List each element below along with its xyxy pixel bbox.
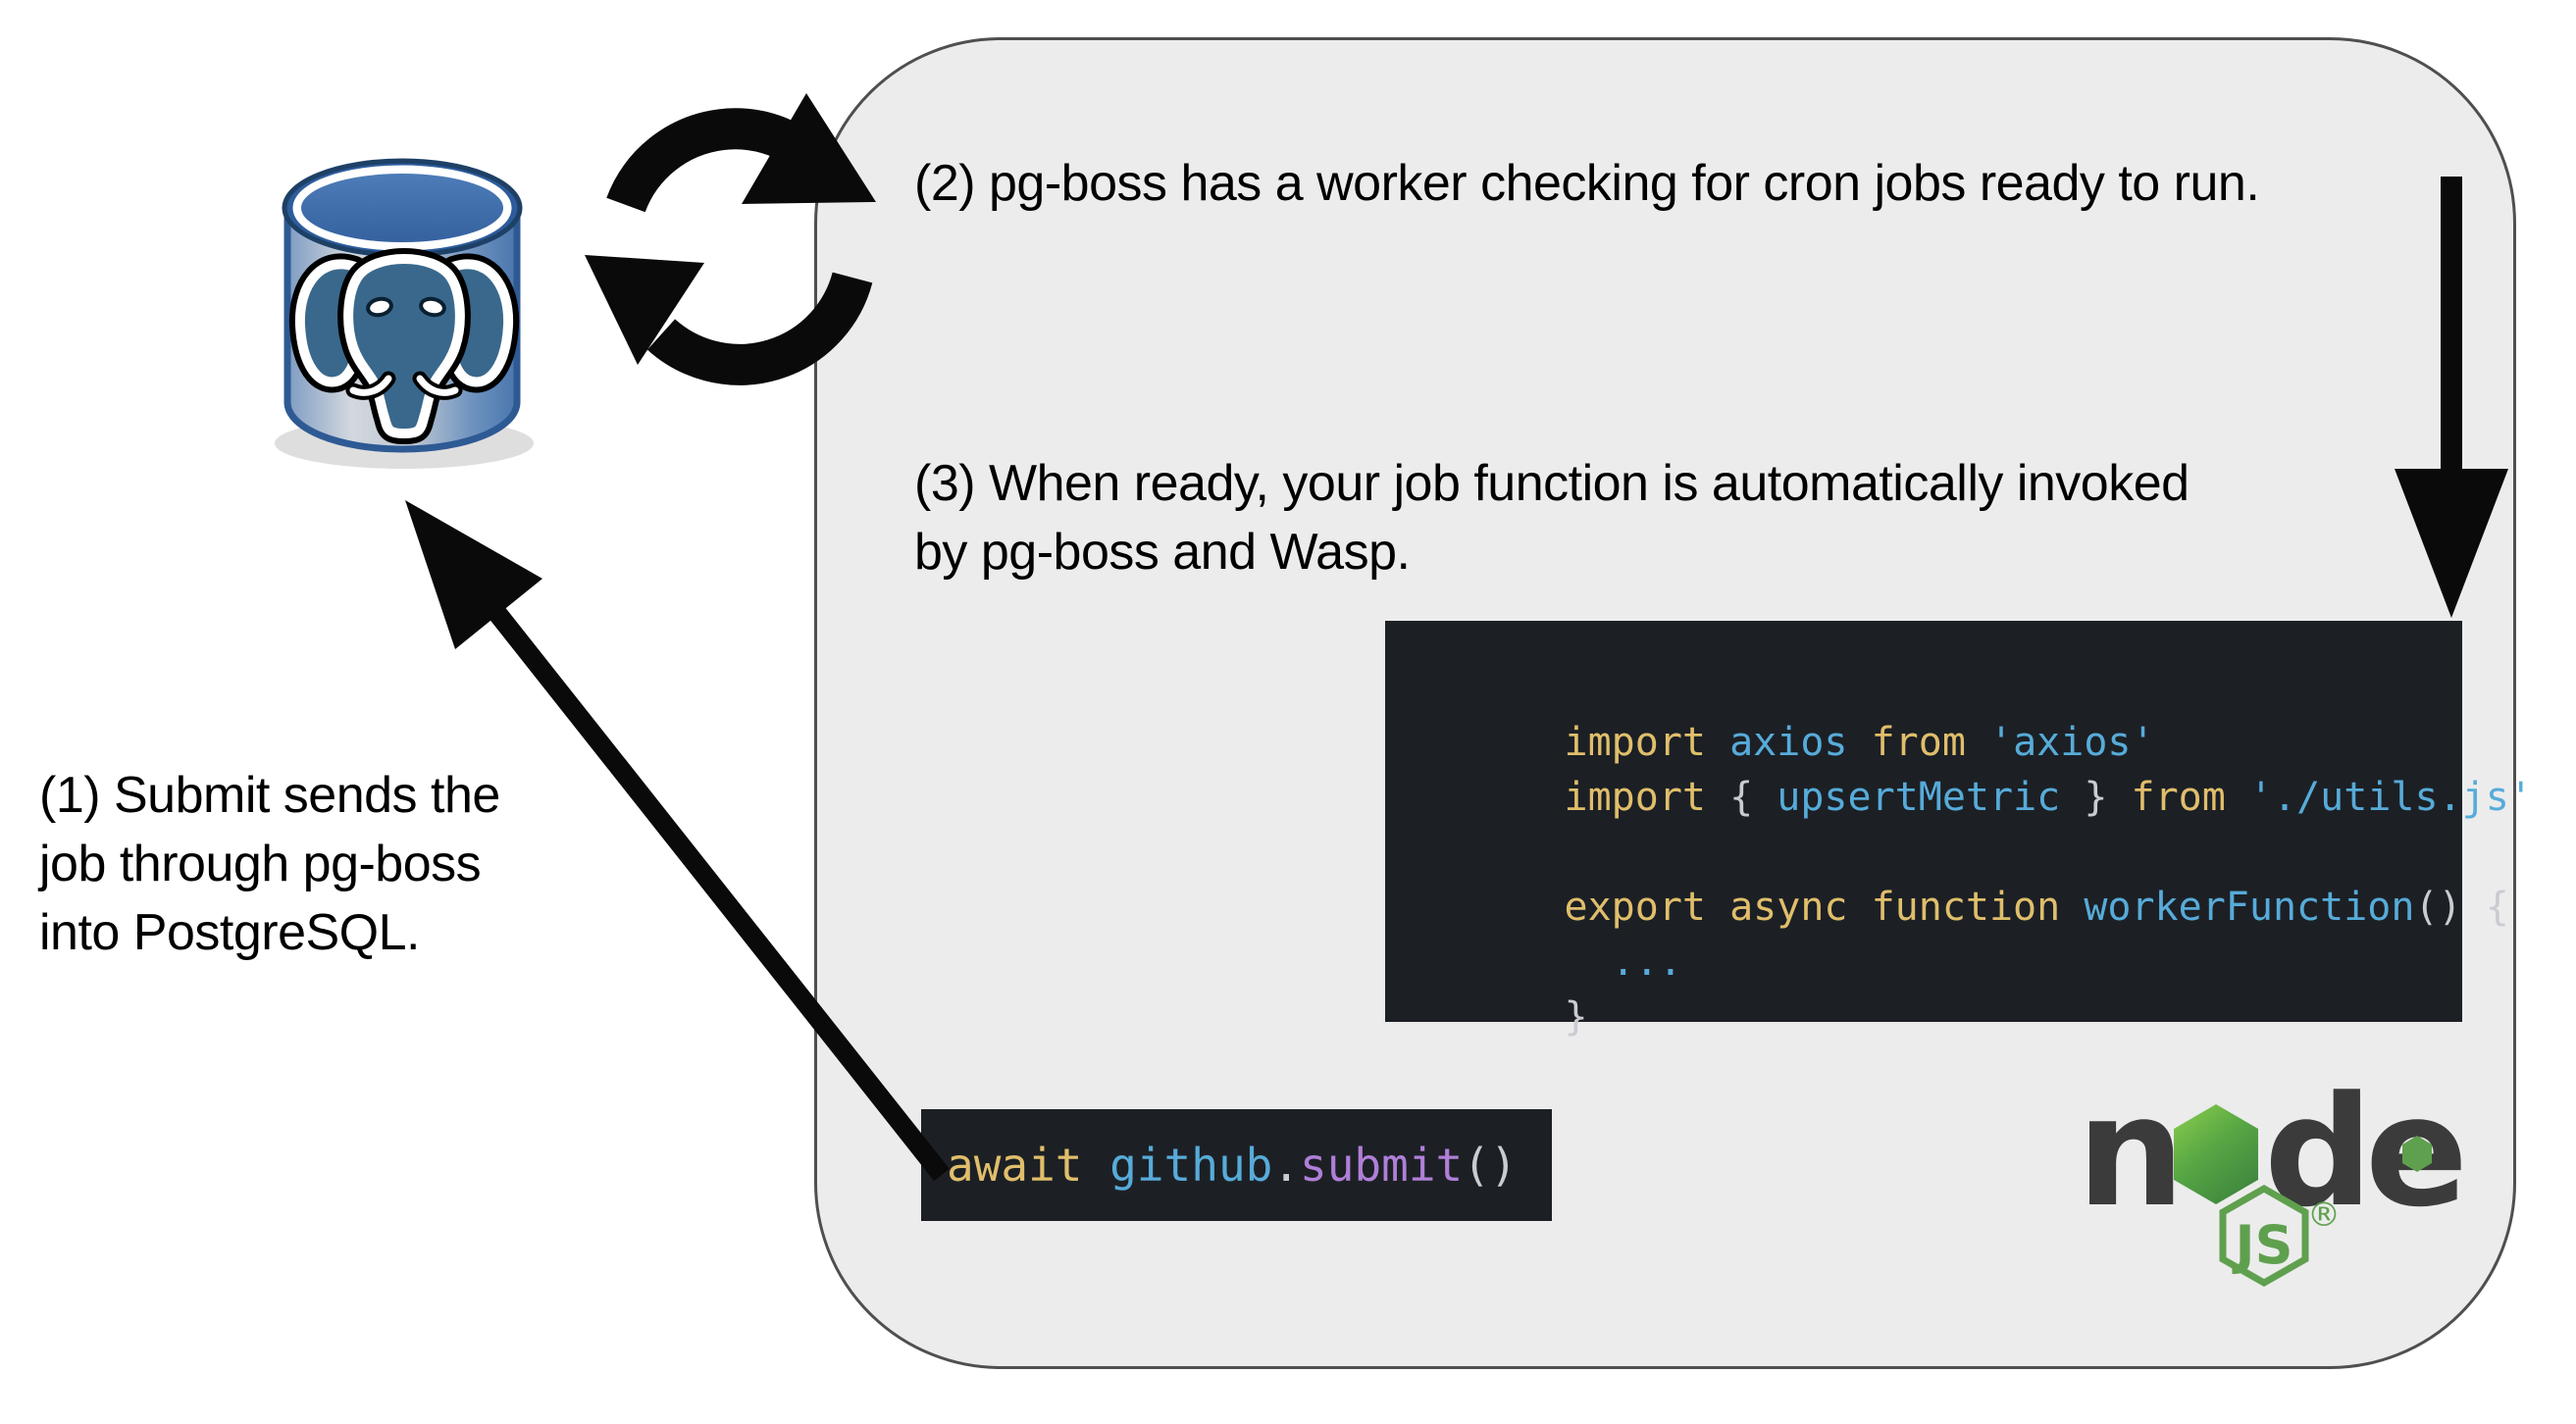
code-token: () [1463, 1139, 1518, 1192]
postgres-elephant [288, 248, 520, 444]
code-token: . [1272, 1139, 1301, 1192]
step3-line1: (3) When ready, your job function is aut… [914, 455, 2190, 512]
postgresql-icon [275, 158, 534, 469]
step1-caption: (1) Submit sends the job through pg-boss… [39, 761, 500, 967]
worker-code-block: import axios from 'axios' import { upser… [1385, 621, 2533, 1040]
step2-caption: (2) pg-boss has a worker checking for cr… [914, 149, 2260, 218]
code-line: export async function workerFunction() { [1422, 825, 2509, 930]
code-line: import axios from 'axios' [1422, 660, 2462, 765]
code-token: await [947, 1139, 1110, 1192]
code-line: } [1422, 935, 2462, 1040]
step1-line2: job through pg-boss [39, 836, 482, 892]
code-token: () { [2414, 885, 2509, 930]
step1-line1: (1) Submit sends the [39, 767, 500, 824]
code-token: export async function [1564, 885, 2085, 930]
code-token: from [2131, 775, 2249, 820]
code-line: import { upsertMetric } from './utils.js… [1422, 715, 2533, 820]
step1-line3: into PostgreSQL. [39, 904, 420, 961]
code-line: ... [1422, 880, 2462, 985]
code-token: ... [1564, 940, 1682, 985]
code-token: submit [1300, 1139, 1464, 1192]
code-token: workerFunction [2084, 885, 2415, 930]
code-token: import [1564, 775, 1730, 820]
code-token: } [2060, 775, 2132, 820]
code-token: { [1729, 775, 1777, 820]
submit-code-box: await github.submit() [921, 1109, 1552, 1221]
code-token: './utils.js' [2248, 775, 2533, 820]
code-token: upsertMetric [1777, 775, 2061, 820]
code-token: github [1109, 1139, 1273, 1192]
code-token: axios [1729, 720, 1848, 765]
code-token: 'axios' [1989, 720, 2155, 765]
code-token: } [1564, 994, 1588, 1040]
code-token: import [1564, 720, 1730, 765]
step2-line1: (2) pg-boss has a worker checking for cr… [914, 155, 2260, 212]
code-token: from [1847, 720, 1989, 765]
step3-line2: by pg-boss and Wasp. [914, 524, 1411, 581]
step3-caption: (3) When ready, your job function is aut… [914, 449, 2190, 586]
